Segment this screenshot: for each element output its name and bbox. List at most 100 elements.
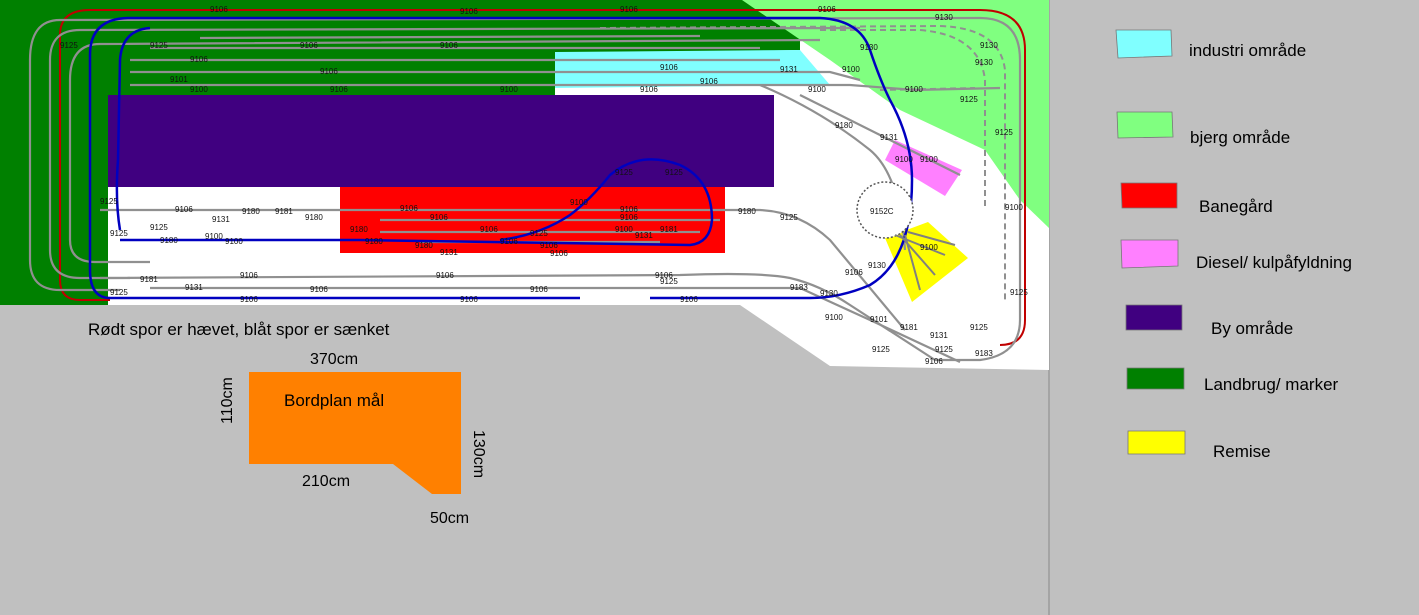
svg-text:9106: 9106	[240, 271, 258, 280]
svg-text:9106: 9106	[480, 225, 498, 234]
svg-text:9152C: 9152C	[870, 207, 894, 216]
svg-text:9106: 9106	[660, 63, 678, 72]
svg-text:9106: 9106	[240, 295, 258, 304]
svg-text:9100: 9100	[570, 198, 588, 207]
svg-text:9106: 9106	[925, 357, 943, 366]
svg-text:9106: 9106	[530, 285, 548, 294]
svg-text:9130: 9130	[820, 289, 838, 298]
track-number-labels: 9106 9106 9106 9106 9130 9125 9125 9106 …	[60, 5, 1028, 366]
svg-text:9101: 9101	[170, 75, 188, 84]
svg-text:9106: 9106	[460, 295, 478, 304]
svg-text:9131: 9131	[635, 231, 653, 240]
svg-text:9180: 9180	[160, 236, 178, 245]
svg-text:9125: 9125	[935, 345, 953, 354]
svg-text:9125: 9125	[150, 41, 168, 50]
svg-text:9106: 9106	[620, 205, 638, 214]
legend-label-remise: Remise	[1213, 442, 1271, 461]
svg-text:9100: 9100	[920, 155, 938, 164]
svg-text:9125: 9125	[872, 345, 890, 354]
svg-text:9131: 9131	[440, 248, 458, 257]
legend-label-industri: industri område	[1189, 41, 1306, 60]
legend-label-bjerg: bjerg område	[1190, 128, 1290, 147]
by-area	[108, 95, 774, 187]
svg-text:9125: 9125	[960, 95, 978, 104]
legend-note: Rødt spor er hævet, blåt spor er sænket	[88, 320, 390, 339]
svg-text:9106: 9106	[436, 271, 454, 280]
svg-text:9100: 9100	[500, 85, 518, 94]
svg-text:9100: 9100	[1005, 203, 1023, 212]
svg-text:9183: 9183	[790, 283, 808, 292]
svg-text:9125: 9125	[665, 168, 683, 177]
svg-text:9101: 9101	[870, 315, 888, 324]
svg-text:9125: 9125	[615, 168, 633, 177]
svg-text:9125: 9125	[100, 197, 118, 206]
svg-text:9106: 9106	[550, 249, 568, 258]
lowered-track	[88, 16, 914, 300]
svg-text:9100: 9100	[842, 65, 860, 74]
svg-text:9125: 9125	[150, 223, 168, 232]
svg-text:9180: 9180	[835, 121, 853, 130]
bjerg-area	[742, 0, 1049, 228]
bordplan-bottom: 210cm	[302, 473, 350, 490]
svg-text:9106: 9106	[620, 5, 638, 14]
landbrug-area	[0, 0, 800, 305]
bordplan-label: Bordplan mål	[284, 391, 384, 410]
legend-label-by: By område	[1211, 319, 1293, 338]
svg-text:9106: 9106	[680, 295, 698, 304]
svg-text:9106: 9106	[310, 285, 328, 294]
svg-text:9106: 9106	[300, 41, 318, 50]
svg-text:9106: 9106	[500, 237, 518, 246]
svg-text:9125: 9125	[995, 128, 1013, 137]
svg-text:9100: 9100	[905, 85, 923, 94]
svg-text:9125: 9125	[110, 229, 128, 238]
svg-text:9106: 9106	[620, 213, 638, 222]
svg-text:9181: 9181	[275, 207, 293, 216]
svg-text:9100: 9100	[808, 85, 826, 94]
svg-text:9125: 9125	[970, 323, 988, 332]
svg-text:9181: 9181	[900, 323, 918, 332]
bordplan-diagram: Bordplan mål 370cm 110cm 130cm 210cm 50c…	[219, 351, 487, 527]
svg-text:9100: 9100	[205, 232, 223, 241]
svg-text:9106: 9106	[700, 77, 718, 86]
legend-label-banegaard: Banegård	[1199, 197, 1273, 216]
svg-text:9180: 9180	[365, 237, 383, 246]
svg-text:9100: 9100	[920, 243, 938, 252]
svg-text:9106: 9106	[845, 268, 863, 277]
svg-text:9131: 9131	[780, 65, 798, 74]
svg-text:9106: 9106	[330, 85, 348, 94]
svg-text:9125: 9125	[1010, 288, 1028, 297]
svg-text:9106: 9106	[430, 213, 448, 222]
svg-text:9131: 9131	[880, 133, 898, 142]
svg-text:9130: 9130	[980, 41, 998, 50]
svg-text:9131: 9131	[930, 331, 948, 340]
svg-text:9125: 9125	[660, 277, 678, 286]
svg-text:9100: 9100	[615, 225, 633, 234]
legend-label-landbrug: Landbrug/ marker	[1204, 375, 1339, 394]
svg-text:9106: 9106	[818, 5, 836, 14]
svg-text:9180: 9180	[242, 207, 260, 216]
svg-text:9106: 9106	[400, 204, 418, 213]
svg-text:9100: 9100	[225, 237, 243, 246]
bordplan-right: 130cm	[470, 430, 487, 478]
svg-text:9131: 9131	[185, 283, 203, 292]
svg-text:9106: 9106	[460, 7, 478, 16]
svg-text:9125: 9125	[110, 288, 128, 297]
svg-text:9131: 9131	[212, 215, 230, 224]
bordplan-left: 110cm	[219, 377, 236, 424]
svg-text:9106: 9106	[440, 41, 458, 50]
bordplan-corner: 50cm	[430, 510, 469, 527]
svg-text:9106: 9106	[320, 67, 338, 76]
svg-text:9130: 9130	[975, 58, 993, 67]
svg-text:9130: 9130	[860, 43, 878, 52]
svg-text:9180: 9180	[305, 213, 323, 222]
svg-text:9180: 9180	[738, 207, 756, 216]
bordplan-top: 370cm	[310, 351, 358, 368]
turntable: 9152C	[856, 181, 956, 291]
svg-text:9106: 9106	[655, 271, 673, 280]
gray-track-loops	[28, 16, 1022, 363]
svg-text:9106: 9106	[640, 85, 658, 94]
svg-text:9100: 9100	[190, 85, 208, 94]
svg-text:9181: 9181	[660, 225, 678, 234]
svg-text:9130: 9130	[935, 13, 953, 22]
